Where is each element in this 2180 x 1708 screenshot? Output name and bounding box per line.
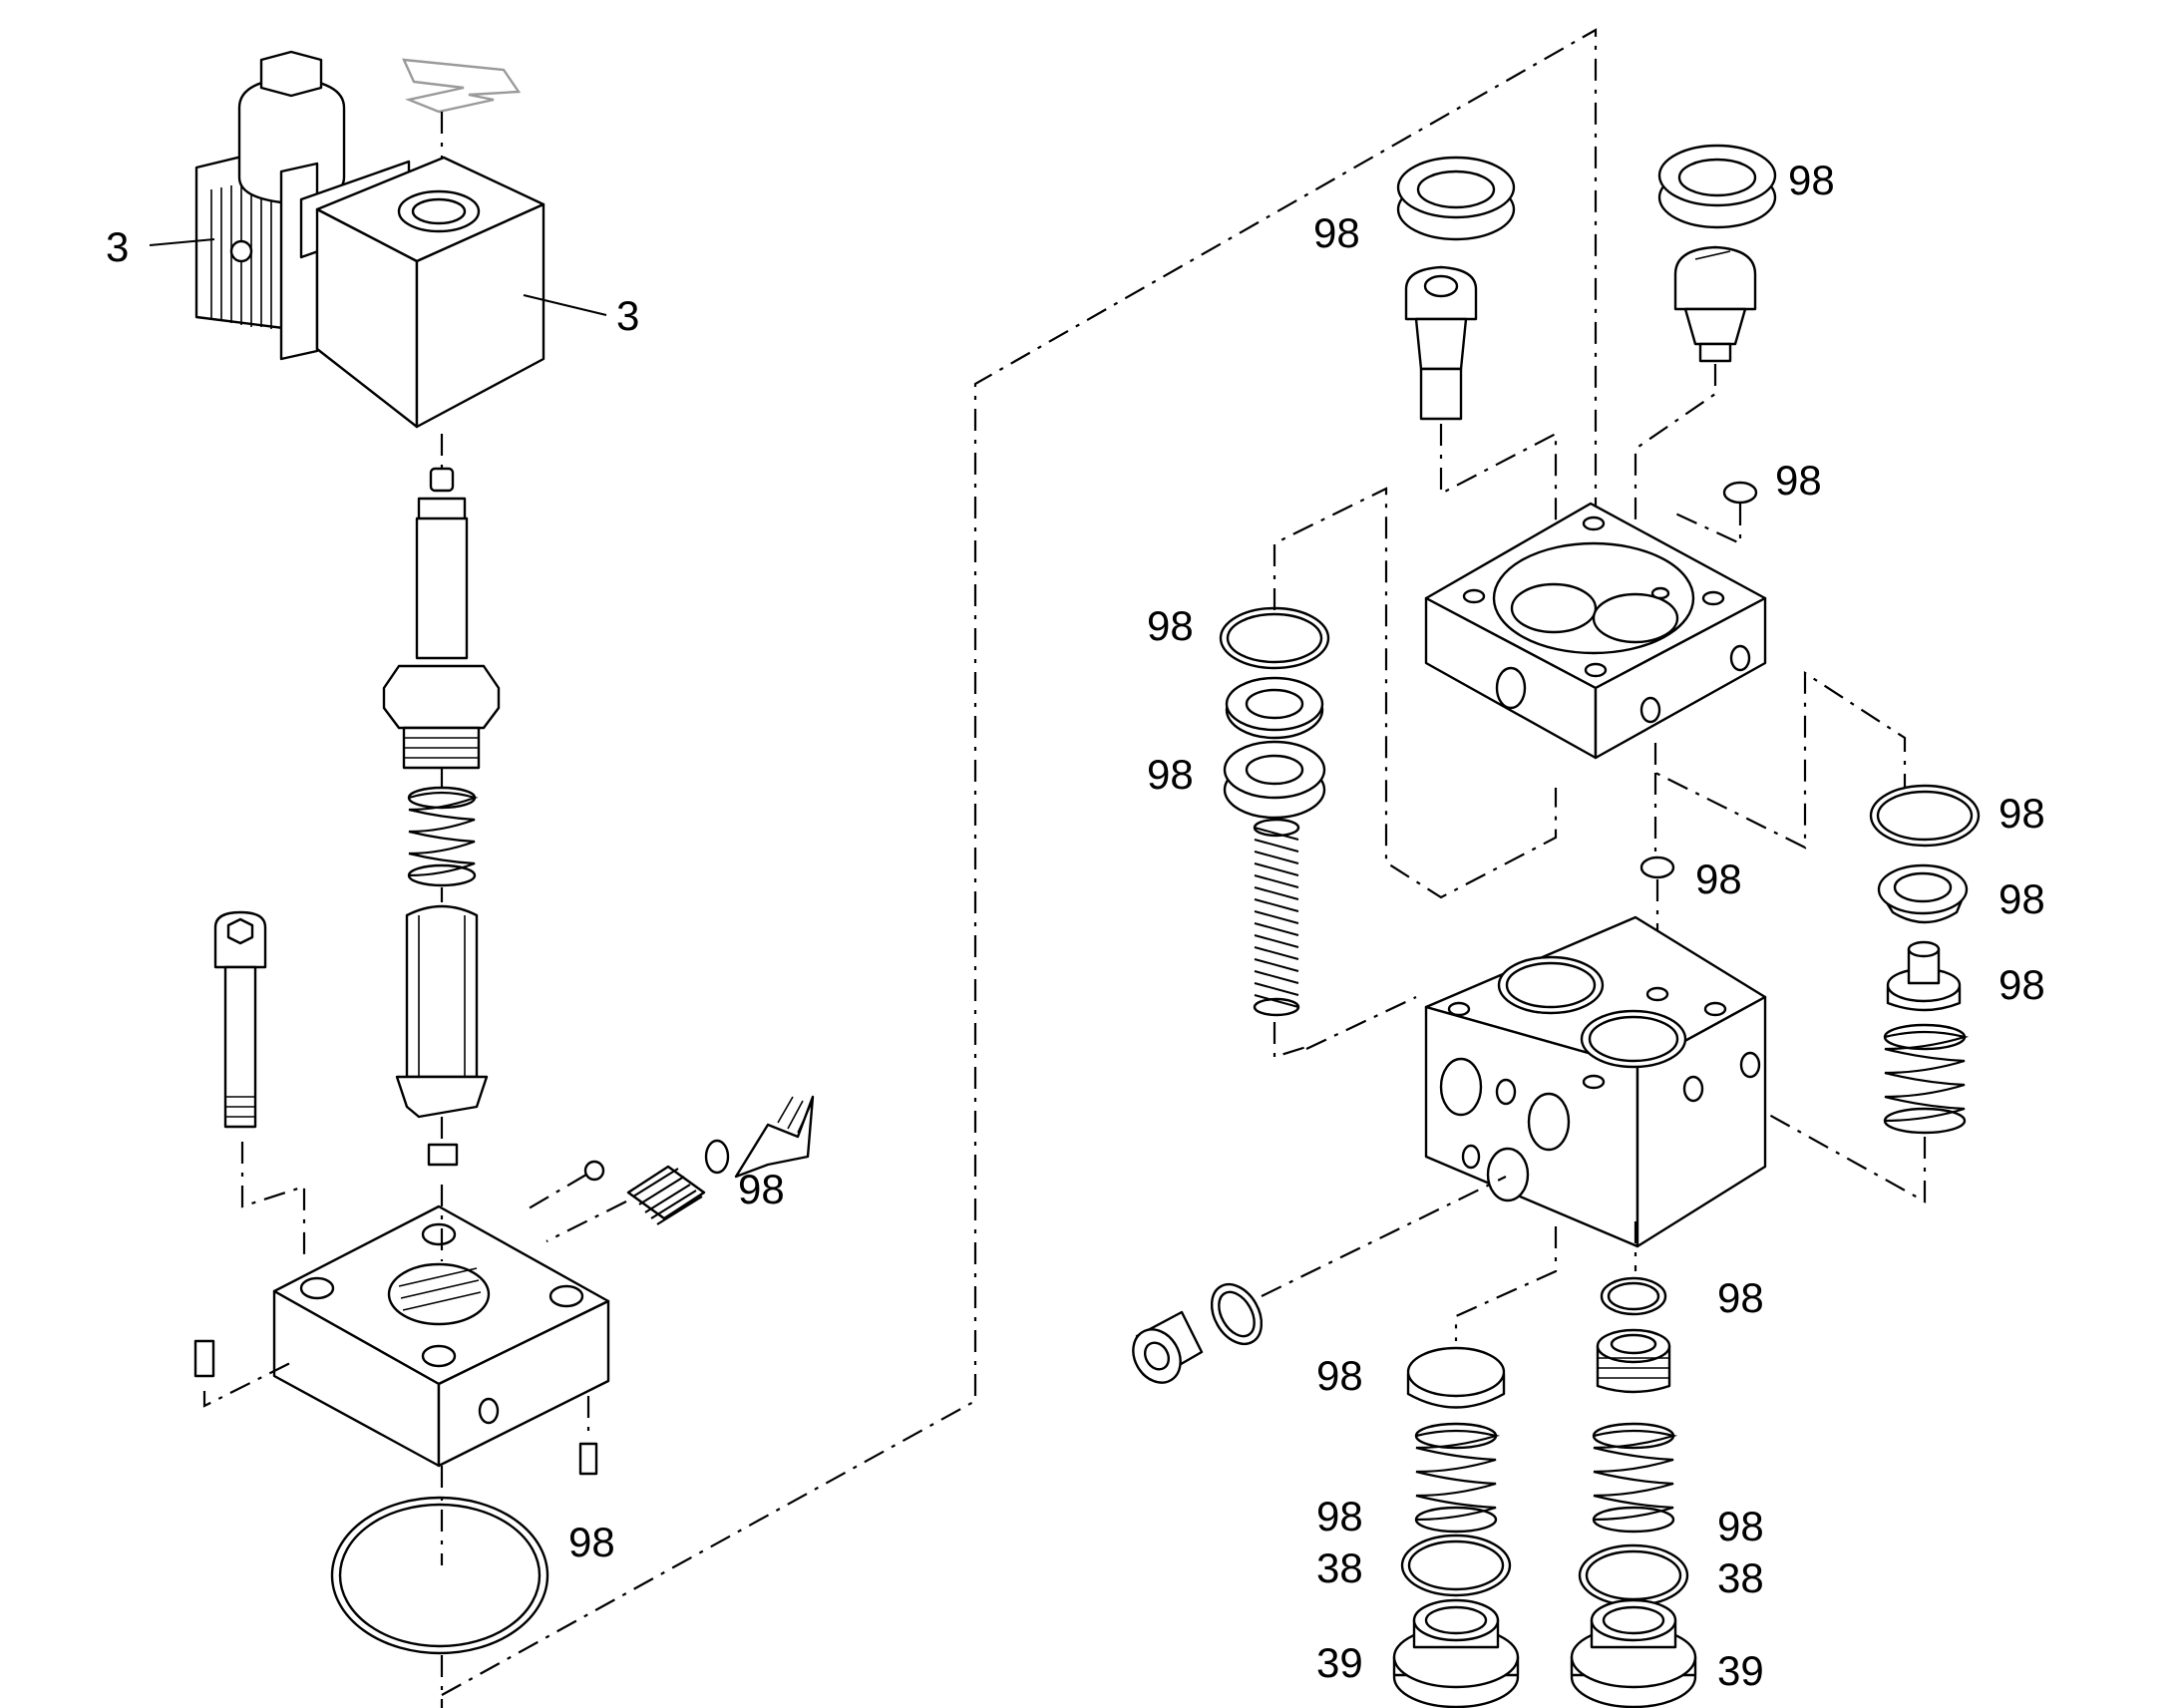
plug-top-right bbox=[1673, 245, 1757, 363]
callout-label: 3 bbox=[106, 223, 129, 270]
piston-right-stack bbox=[1886, 940, 1962, 1012]
callout-label: 98 bbox=[1998, 790, 2045, 837]
o-ring-tiny-mid bbox=[1639, 855, 1675, 879]
o-ring-large bbox=[330, 1496, 549, 1655]
adjusting-screw bbox=[734, 1095, 815, 1179]
spring-right-stack bbox=[1883, 1023, 1970, 1135]
callout-label: 98 bbox=[1316, 1352, 1363, 1399]
washer-left-stack bbox=[1225, 676, 1324, 740]
callout-label: 3 bbox=[616, 292, 639, 339]
retaining-clip bbox=[402, 58, 522, 114]
dowel-pin-left bbox=[193, 1339, 215, 1378]
callout-label: 98 bbox=[568, 1519, 615, 1565]
seal-cap-top-right bbox=[1657, 144, 1777, 229]
callout-label: 98 bbox=[1717, 1503, 1764, 1549]
callout-label: 38 bbox=[1717, 1554, 1764, 1601]
spring-bottom-right bbox=[1592, 1422, 1678, 1534]
o-ring-side-plug bbox=[1210, 1282, 1264, 1346]
o-ring-right-stack bbox=[1869, 784, 1981, 848]
cap-bottom-right bbox=[1570, 1598, 1697, 1708]
o-ring-small-bottom-right bbox=[1600, 1276, 1667, 1316]
callout-label: 98 bbox=[1316, 1493, 1363, 1539]
check-ball bbox=[583, 1160, 605, 1182]
o-ring-left-stack bbox=[1219, 606, 1330, 670]
spring-long-left bbox=[1253, 818, 1300, 1017]
cap-bottom-left bbox=[1392, 1598, 1520, 1708]
spring-side bbox=[626, 1165, 706, 1225]
callout-label: 39 bbox=[1316, 1639, 1363, 1686]
callout-label: 98 bbox=[738, 1166, 785, 1212]
callout-label: 98 bbox=[1313, 209, 1360, 256]
plunger bbox=[395, 904, 489, 1119]
armature-tube bbox=[382, 467, 501, 770]
seat-bottom-right bbox=[1596, 1328, 1671, 1394]
callout-label: 98 bbox=[1998, 875, 2045, 922]
callout-label: 98 bbox=[1717, 1274, 1764, 1321]
valve-body-lower bbox=[1424, 915, 1767, 1248]
valve-body-upper bbox=[1424, 502, 1767, 760]
seal-left-stack bbox=[1223, 740, 1326, 820]
socket-head-bolt bbox=[213, 910, 267, 1129]
side-plug bbox=[1132, 1310, 1204, 1384]
o-ring-tiny-top bbox=[1722, 481, 1758, 505]
o-ring-small-left bbox=[704, 1139, 730, 1175]
callout-label: 39 bbox=[1717, 1647, 1764, 1694]
callout-label: 98 bbox=[1998, 961, 2045, 1008]
callout-label: 98 bbox=[1147, 602, 1194, 649]
dowel-pin-right bbox=[578, 1442, 598, 1476]
seal-cap-top-left bbox=[1396, 156, 1516, 241]
callout-label: 98 bbox=[1775, 457, 1822, 504]
solenoid-coil bbox=[194, 50, 545, 429]
piston-bottom-left bbox=[1406, 1346, 1506, 1409]
valve-seat-small bbox=[427, 1143, 459, 1167]
seat-right-stack bbox=[1877, 863, 1969, 924]
callout-label: 38 bbox=[1316, 1544, 1363, 1591]
callout-label: 98 bbox=[1788, 157, 1835, 203]
o-ring-bottom-left bbox=[1400, 1534, 1512, 1597]
o-ring-bottom-right bbox=[1578, 1543, 1689, 1607]
callout-label: 98 bbox=[1695, 855, 1742, 902]
valve-body-left bbox=[272, 1204, 610, 1468]
callout-label: 98 bbox=[1147, 751, 1194, 798]
spring-bottom-left bbox=[1414, 1422, 1501, 1534]
spring-small bbox=[407, 786, 479, 887]
plug-top-left bbox=[1404, 265, 1478, 421]
